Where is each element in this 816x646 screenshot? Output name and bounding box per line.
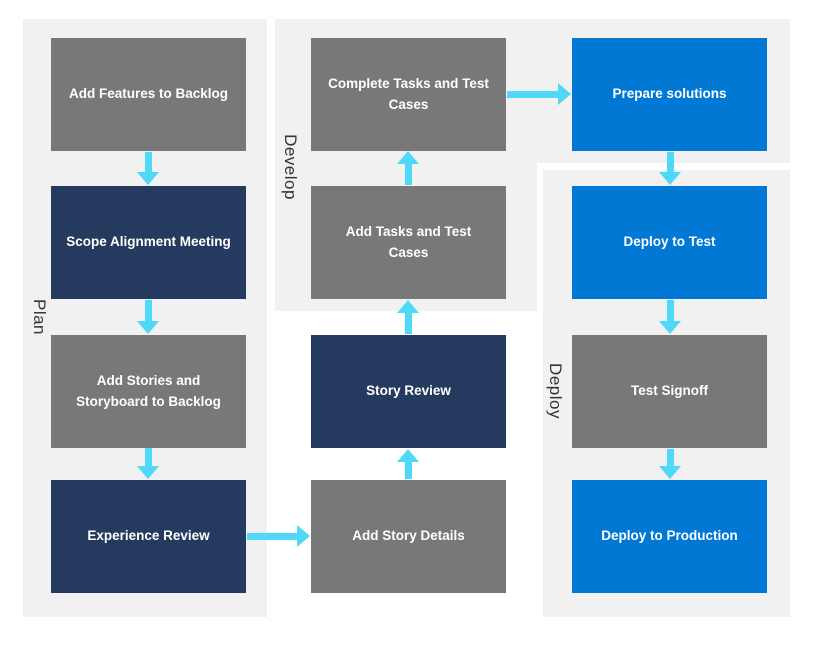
node-label: Add Tasks and Test Cases bbox=[345, 224, 472, 260]
arrow-shaft bbox=[666, 300, 674, 321]
arrow-head-right-icon bbox=[297, 525, 310, 547]
arrow-complete-tasks-to-prepare-solutions bbox=[507, 83, 571, 105]
arrow-shaft bbox=[144, 448, 152, 466]
node-label: Add Stories and Storyboard to Backlog bbox=[76, 373, 221, 409]
arrow-head-down-icon bbox=[137, 321, 159, 334]
node-prepare-solutions: Prepare solutions bbox=[572, 38, 767, 151]
node-add-features-to-backlog: Add Features to Backlog bbox=[51, 38, 246, 151]
arrow-scope-meeting-to-add-stories bbox=[137, 300, 159, 334]
node-label: Test Signoff bbox=[631, 383, 708, 399]
node-add-stories-and-storyboard: Add Stories and Storyboard to Backlog bbox=[51, 335, 246, 448]
node-label: Prepare solutions bbox=[612, 86, 727, 102]
arrow-head-down-icon bbox=[659, 466, 681, 479]
arrow-head-right-icon bbox=[558, 83, 571, 105]
node-label: Experience Review bbox=[87, 528, 210, 544]
arrow-shaft bbox=[666, 449, 674, 466]
arrow-prepare-to-deploy-test bbox=[659, 152, 681, 185]
node-label: Deploy to Production bbox=[601, 528, 738, 544]
arrow-story-details-to-story-review bbox=[397, 449, 419, 479]
arrow-story-review-to-add-tasks bbox=[397, 300, 419, 334]
node-label: Add Features to Backlog bbox=[68, 86, 229, 102]
node-label: Complete Tasks and Test Cases bbox=[328, 76, 489, 112]
node-label: Scope Alignment Meeting bbox=[66, 234, 231, 250]
arrow-shaft bbox=[666, 152, 674, 172]
node-label: Story Review bbox=[366, 383, 451, 399]
node-scope-alignment-meeting: Scope Alignment Meeting bbox=[51, 186, 246, 299]
arrow-shaft bbox=[247, 532, 297, 540]
arrow-head-down-icon bbox=[137, 466, 159, 479]
arrow-add-stories-to-experience-review bbox=[137, 448, 159, 479]
arrow-head-up-icon bbox=[397, 449, 419, 462]
arrow-shaft bbox=[507, 90, 558, 98]
node-add-story-details: Add Story Details bbox=[311, 480, 506, 593]
plan-lane-label: Plan bbox=[30, 298, 49, 336]
arrow-shaft bbox=[144, 152, 152, 172]
arrow-shaft bbox=[404, 164, 412, 185]
arrow-shaft bbox=[144, 300, 152, 321]
arrow-add-features-to-scope-meeting bbox=[137, 152, 159, 185]
arrow-test-signoff-to-deploy-production bbox=[659, 449, 681, 479]
node-label: Deploy to Test bbox=[623, 234, 716, 250]
arrow-shaft bbox=[404, 313, 412, 334]
node-story-review: Story Review bbox=[311, 335, 506, 448]
node-complete-tasks-and-test-cases: Complete Tasks and Test Cases bbox=[311, 38, 506, 151]
arrow-add-tasks-to-complete-tasks bbox=[397, 151, 419, 185]
node-deploy-to-production: Deploy to Production bbox=[572, 480, 767, 593]
deploy-lane-label: Deploy bbox=[546, 363, 565, 419]
node-test-signoff: Test Signoff bbox=[572, 335, 767, 448]
develop-lane-label: Develop bbox=[281, 134, 300, 200]
node-label: Add Story Details bbox=[352, 528, 465, 544]
arrow-deploy-test-to-test-signoff bbox=[659, 300, 681, 334]
arrow-shaft bbox=[404, 462, 412, 479]
arrow-experience-review-to-add-story-details bbox=[247, 525, 310, 547]
node-experience-review: Experience Review bbox=[51, 480, 246, 593]
arrow-head-down-icon bbox=[659, 321, 681, 334]
arrow-head-up-icon bbox=[397, 300, 419, 313]
arrow-head-down-icon bbox=[659, 172, 681, 185]
node-deploy-to-test: Deploy to Test bbox=[572, 186, 767, 299]
arrow-head-down-icon bbox=[137, 172, 159, 185]
arrow-head-up-icon bbox=[397, 151, 419, 164]
node-add-tasks-and-test-cases: Add Tasks and Test Cases bbox=[311, 186, 506, 299]
